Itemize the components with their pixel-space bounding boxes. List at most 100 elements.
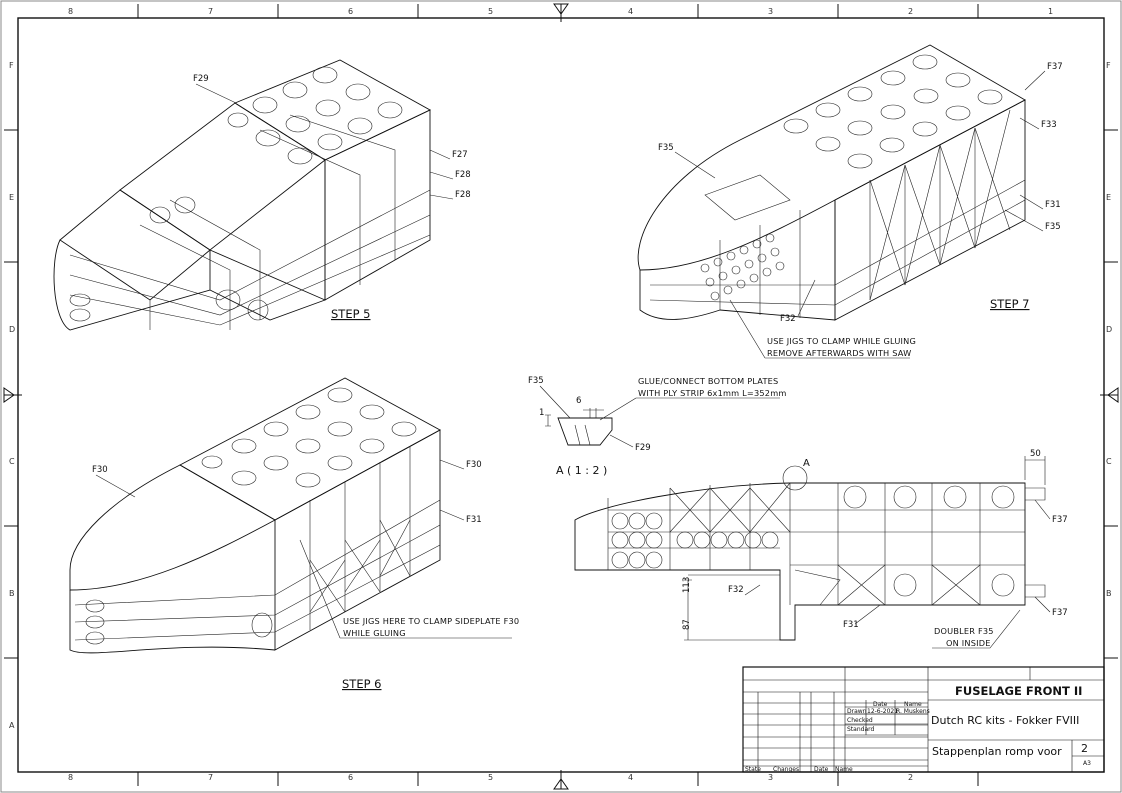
step6-note-leader [299, 539, 512, 639]
step6-leader-f30a [95, 474, 136, 498]
tb-sheet: 2 [1081, 742, 1088, 755]
step6-note-line2: WHILE GLUING [343, 628, 406, 638]
zone-col-8: 8 [68, 7, 73, 16]
step7-leader-f31 [1019, 194, 1044, 210]
step6-title: STEP 6 [342, 677, 382, 691]
step7-label-f37: F37 [1047, 62, 1063, 72]
detail-a-label-f29: F29 [635, 443, 651, 453]
tb-row-checked: Checked [847, 717, 873, 724]
tb-row-standard: Standard [847, 726, 874, 733]
step7-leader-f35b [1004, 209, 1044, 232]
step7-title: STEP 7 [990, 297, 1030, 311]
zone-row-d: D [9, 325, 15, 334]
zone-col-4: 4 [628, 7, 633, 16]
step7-view: F37 F33 F35 F31 F35 F32 STEP 7 USE JIGS … [637, 44, 1063, 359]
detail-a-title: A ( 1 : 2 ) [556, 464, 607, 477]
side-view-note-line2: ON INSIDE [946, 638, 991, 648]
side-view-label-f37a: F37 [1052, 515, 1068, 525]
zone-ticks [4, 4, 1118, 786]
tb-rev-date: Date [814, 766, 829, 773]
step6-label-f30a: F30 [92, 465, 108, 475]
zone-columns-bottom: 8 7 6 5 4 3 2 [68, 773, 913, 782]
detail-a-leader-f35 [539, 385, 571, 419]
step6-fuselage-drawing [69, 377, 441, 654]
step7-note-line1: USE JIGS TO CLAMP WHILE GLUING [767, 336, 916, 346]
step7-leader-f32 [797, 279, 816, 317]
tb-company: Dutch RC kits - Fokker FVIII [931, 714, 1079, 727]
step7-leader-f37 [1024, 70, 1046, 91]
zone-col-8-b: 8 [68, 773, 73, 782]
tb-drawn-date: 12-6-2021 [867, 708, 898, 715]
zone-col-7: 7 [208, 7, 213, 16]
tb-format: A3 [1083, 760, 1091, 767]
zone-col-3: 3 [768, 7, 773, 16]
detail-a-note-leader [599, 397, 780, 421]
detail-a-dim-6: 6 [576, 396, 581, 406]
zone-rows: F E D C B A F E D C B [9, 61, 1112, 730]
step5-title: STEP 5 [331, 307, 371, 321]
zone-col-2-b: 2 [908, 773, 913, 782]
tb-rev-name: Name [835, 766, 853, 773]
side-view-leader-f37b [1034, 596, 1051, 613]
side-view-dim-113: 113 [682, 577, 692, 593]
step5-leader-f28a [429, 171, 454, 180]
zone-row-b-r: B [1106, 589, 1112, 598]
zone-col-2: 2 [908, 7, 913, 16]
zone-col-4-b: 4 [628, 773, 633, 782]
step7-leader-f33 [1019, 117, 1040, 130]
tb-description: Stappenplan romp voor [932, 745, 1062, 758]
tb-col-name: Name [904, 701, 922, 708]
zone-row-f: F [9, 61, 14, 70]
side-view-leader-f37a [1034, 499, 1051, 520]
step5-label-f28b: F28 [455, 190, 471, 200]
zone-row-e: E [9, 193, 14, 202]
side-view-note-leader [932, 609, 1021, 649]
zone-row-b: B [9, 589, 15, 598]
step6-leader-f31 [439, 509, 465, 521]
step5-leader-f27 [429, 149, 451, 160]
zone-row-a: A [9, 721, 15, 730]
step7-fuselage-drawing [637, 44, 1026, 321]
step5-leader-f28b [429, 194, 454, 200]
step6-view: F30 F30 F31 USE JIGS HERE TO CLAMP SIDEP… [69, 377, 519, 691]
step6-label-f31: F31 [466, 515, 482, 525]
step7-note-leader [729, 299, 910, 359]
zone-col-3-b: 3 [768, 773, 773, 782]
tb-col-date: Date [873, 701, 888, 708]
side-view-label-f37b: F37 [1052, 608, 1068, 618]
tb-title: FUSELAGE FRONT II [955, 684, 1082, 698]
side-view-leader-f32 [744, 584, 761, 596]
detail-a-note-line1: GLUE/CONNECT BOTTOM PLATES [638, 376, 778, 386]
zone-col-1: 1 [1048, 7, 1053, 16]
zone-col-5: 5 [488, 7, 493, 16]
centering-marks [3, 3, 1119, 790]
step7-label-f35b: F35 [1045, 222, 1061, 232]
zone-col-7-b: 7 [208, 773, 213, 782]
step7-label-f32: F32 [780, 314, 796, 324]
title-block: Date Name Drawn 12-6-2021 R. Muskens Che… [742, 666, 1105, 773]
step5-view: F29 F27 F28 F28 STEP 5 [53, 59, 471, 331]
zone-row-c-r: C [1106, 457, 1112, 466]
side-view-label-f31: F31 [843, 620, 859, 630]
zone-row-d-r: D [1106, 325, 1112, 334]
zone-row-e-r: E [1106, 193, 1111, 202]
step7-label-f35a: F35 [658, 143, 674, 153]
zone-col-5-b: 5 [488, 773, 493, 782]
side-view-drawing [574, 456, 1046, 641]
step5-leader-f29 [195, 83, 237, 104]
detail-a-view: F35 6 1 F29 GLUE/CONNECT BOTTOM PLATES W… [528, 376, 786, 477]
step5-label-f27: F27 [452, 150, 468, 160]
zone-row-c: C [9, 457, 15, 466]
side-view-note-line1: DOUBLER F35 [934, 626, 994, 636]
zone-col-6: 6 [348, 7, 353, 16]
side-view-dim-87: 87 [682, 619, 692, 630]
step5-label-f29: F29 [193, 74, 209, 84]
step5-fuselage-drawing [53, 59, 431, 331]
zone-columns-top: 8 7 6 5 4 3 2 1 [68, 7, 1053, 16]
step7-label-f33: F33 [1041, 120, 1057, 130]
detail-a-leader-f29 [609, 434, 634, 448]
step7-label-f31: F31 [1045, 200, 1061, 210]
detail-a-label-f35: F35 [528, 376, 544, 386]
